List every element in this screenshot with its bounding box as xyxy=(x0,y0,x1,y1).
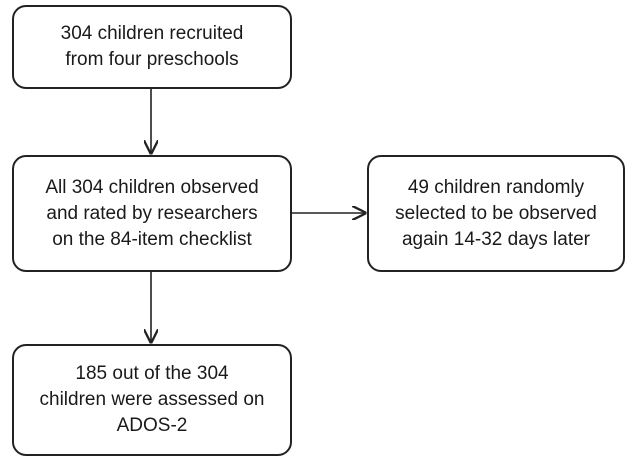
recruitment-line-1: 304 children recruited xyxy=(60,23,244,44)
observation-box: All 304 children observed and rated by r… xyxy=(12,155,292,272)
retest-line-2: selected to be observed xyxy=(395,202,597,224)
retest-box: 49 children randomly selected to be obse… xyxy=(367,155,625,272)
ados-line-1: 185 out of the 304 xyxy=(75,363,229,384)
observation-line-2: and rated by researchers xyxy=(46,202,258,224)
ados-line-2: children were assessed on xyxy=(39,389,265,410)
observation-line-1: All 304 children observed xyxy=(45,176,259,198)
recruitment-line-2: from four preschools xyxy=(65,49,239,70)
recruitment-box: 304 children recruited from four prescho… xyxy=(12,5,292,89)
retest-line-3: again 14-32 days later xyxy=(401,228,590,250)
ados-box: 185 out of the 304 children were assesse… xyxy=(12,344,292,456)
ados-line-3: ADOS-2 xyxy=(116,415,188,436)
observation-line-3: on the 84-item checklist xyxy=(52,228,252,250)
retest-line-1: 49 children randomly xyxy=(407,176,585,198)
